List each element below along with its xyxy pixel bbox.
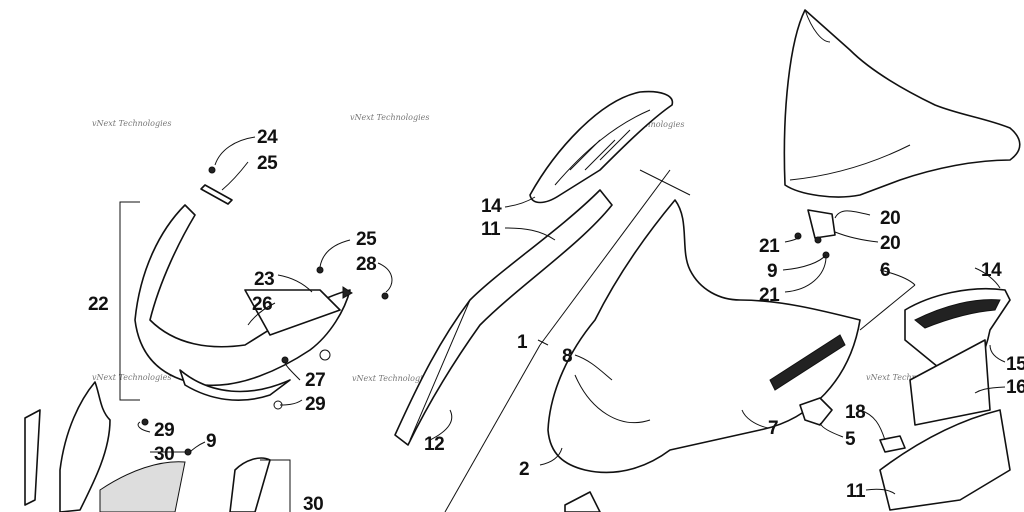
windshield-bracket [807, 209, 836, 239]
callout-20: 21 [759, 285, 780, 306]
callout-labels: 24 25 22 25 28 23 26 27 29 29 30 9 30 14… [88, 127, 1024, 512]
callout-5: 5 [845, 429, 856, 450]
hood-decal [769, 334, 846, 391]
windshield-edge [804, 9, 831, 43]
vent-slat [569, 129, 631, 171]
windshield-edge [789, 144, 911, 181]
leader-lines [137, 136, 1006, 495]
callout-8: 8 [562, 346, 572, 367]
cowl-insert [244, 289, 341, 336]
trim-strip [24, 409, 41, 506]
lower-cowl [134, 204, 351, 387]
callout-28: 29 [154, 420, 174, 441]
bracket-1 [444, 344, 541, 512]
vent-slat [554, 109, 651, 186]
watermark: vNext Technologies [92, 119, 171, 128]
bracket-21 [119, 201, 140, 401]
bracket [799, 397, 833, 426]
strip [200, 184, 233, 205]
callout-12: 12 [424, 434, 444, 455]
clip [879, 435, 906, 453]
callout-15: 15 [1006, 354, 1024, 375]
arrow-marker [342, 286, 353, 299]
nut [814, 236, 822, 244]
callout-17: 18 [845, 402, 865, 423]
cowl-lip [179, 369, 291, 401]
watermark: vNext Technologies [92, 373, 171, 382]
panel-stripe [914, 299, 1001, 329]
screw [316, 266, 324, 274]
callout-18: 20 [880, 208, 900, 229]
washer [319, 349, 331, 361]
nut [381, 292, 389, 300]
bracket-30 [260, 459, 291, 512]
bracket-1 [539, 169, 671, 346]
hood-outline [639, 169, 691, 196]
rod [859, 284, 916, 331]
callout-2: 2 [519, 459, 529, 480]
callout-23: 25 [356, 229, 377, 250]
side-rail [394, 189, 613, 446]
callout-14: 14 [981, 260, 1002, 281]
callout-24: 25 [257, 153, 278, 174]
callout-20: 21 [759, 236, 780, 257]
callout-14: 14 [481, 196, 502, 217]
callout-22: 23 [254, 269, 274, 290]
screw [141, 418, 149, 426]
callout-19: 20 [880, 233, 900, 254]
callout-30: 30 [303, 494, 323, 512]
callout-27: 28 [356, 254, 376, 275]
watermark: vNext Technologies [866, 373, 945, 382]
hood-edge [574, 374, 651, 424]
hood [547, 199, 861, 474]
callout-25: 27 [305, 370, 325, 391]
callout-1: 1 [517, 332, 528, 353]
callout-9: 9 [767, 261, 777, 282]
callout-16: 16 [1006, 377, 1024, 398]
rail-edge [409, 299, 471, 441]
watermark: vNext Technologies [352, 374, 431, 383]
watermark: vNext Technologies [350, 113, 429, 122]
screw [208, 166, 216, 174]
callout-21: 22 [88, 294, 108, 315]
grille-frame [229, 457, 271, 512]
windshield [783, 9, 1021, 198]
callout-11: 11 [481, 219, 501, 240]
callout-23: 24 [257, 127, 278, 148]
bumper-piece [564, 491, 601, 512]
callout-29: 30 [154, 444, 174, 465]
air-duct [59, 381, 111, 512]
upper-vent [529, 90, 674, 204]
callout-25: 26 [252, 294, 272, 315]
callout-7: 7 [768, 418, 778, 439]
grille-mesh [99, 461, 186, 512]
callout-26: 29 [305, 394, 325, 415]
callout-11: 11 [846, 481, 866, 502]
lower-side-rail [879, 409, 1011, 511]
lower-panel [909, 339, 991, 426]
callout-9: 9 [206, 431, 216, 452]
callout-6: 6 [880, 260, 890, 281]
